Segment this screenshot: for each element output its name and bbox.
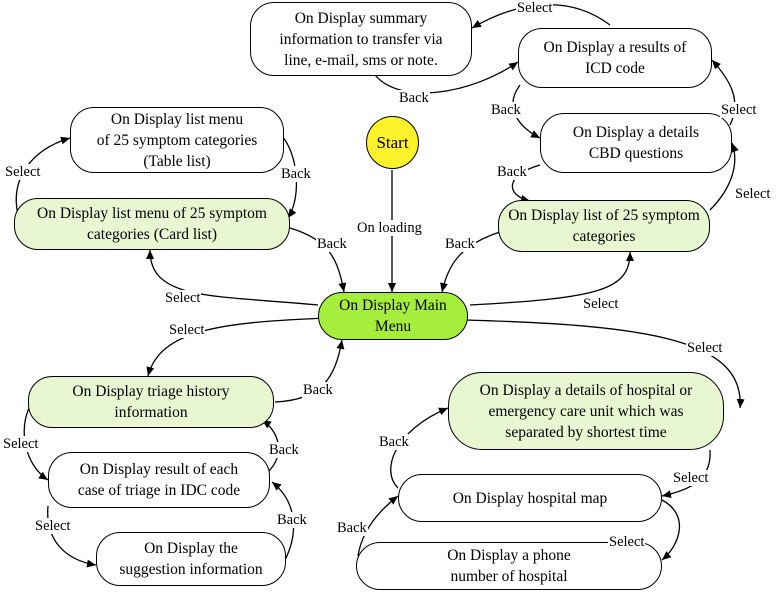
arrow-cbd-to-icd [711,59,736,126]
label-select-card-table: Select [4,164,42,180]
label-on-loading: On loading [356,220,423,236]
label-back-hospital-map: Back [378,434,410,450]
node-triage-history: On Display triage history information [28,376,274,428]
node-hospital-map: On Display hospital map [398,474,662,522]
arrow-summary-to-icd [374,61,519,94]
label-select-hospital-map: Select [672,470,710,486]
label-back-icd-cbd: Back [490,102,522,118]
label-select-icd-summary: Select [516,0,554,16]
node-table-list: On Display list menu of 25 symptom categ… [70,107,284,173]
label-select-triage-result: Select [2,436,40,452]
node-hospital-details: On Display a details of hospital or emer… [448,372,724,450]
label-select-list25-cbd: Select [734,186,772,202]
node-triage-result: On Display result of each case of triage… [48,452,270,508]
arrow-map-to-phone [661,499,680,561]
label-select-result-suggestion: Select [34,518,72,534]
arrow-phone-to-map [357,495,399,557]
label-select-map-phone: Select [608,534,646,550]
arrow-result-to-suggestion [47,505,97,568]
label-back-suggestion-result: Back [276,512,308,528]
label-back-table-card: Back [280,166,312,182]
label-select-cbd-icd: Select [720,102,758,118]
label-back-map-phone: Back [336,520,368,536]
start-node: Start [366,116,419,169]
label-back-result-triage: Back [268,442,300,458]
arrow-main-to-list25 [469,251,634,306]
label-back-triage-main: Back [302,382,334,398]
label-back-summary-icd: Back [398,90,430,106]
node-summary: On Display summary information to transf… [250,2,472,76]
arrow-cbd-to-list25 [511,164,541,203]
arrow-list25-to-cbd [709,142,739,211]
arrow-main-to-hospital [464,319,745,409]
node-main-menu: On Display Main Menu [318,292,468,340]
label-back-cbd-list25: Back [496,164,528,180]
label-select-main-triage: Select [168,322,206,338]
label-select-main-card: Select [164,290,202,306]
node-list-25-symptoms: On Display list of 25 symptom categories [498,200,710,252]
node-suggestion: On Display the suggestion information [96,532,286,586]
label-select-main-list25: Select [582,296,620,312]
node-cbd-questions: On Display a details CBD questions [540,113,732,173]
arrow-cardlist-to-main [289,227,347,293]
label-back-list25-main: Back [444,236,476,252]
node-icd-results: On Display a results of ICD code [518,28,712,88]
label-back-card-main: Back [316,236,348,252]
node-card-list: On Display list menu of 25 symptom categ… [14,198,290,250]
label-select-main-hospital: Select [686,340,724,356]
node-phone: On Display a phone number of hospital [356,542,662,590]
arrow-list25-to-main [440,231,501,293]
